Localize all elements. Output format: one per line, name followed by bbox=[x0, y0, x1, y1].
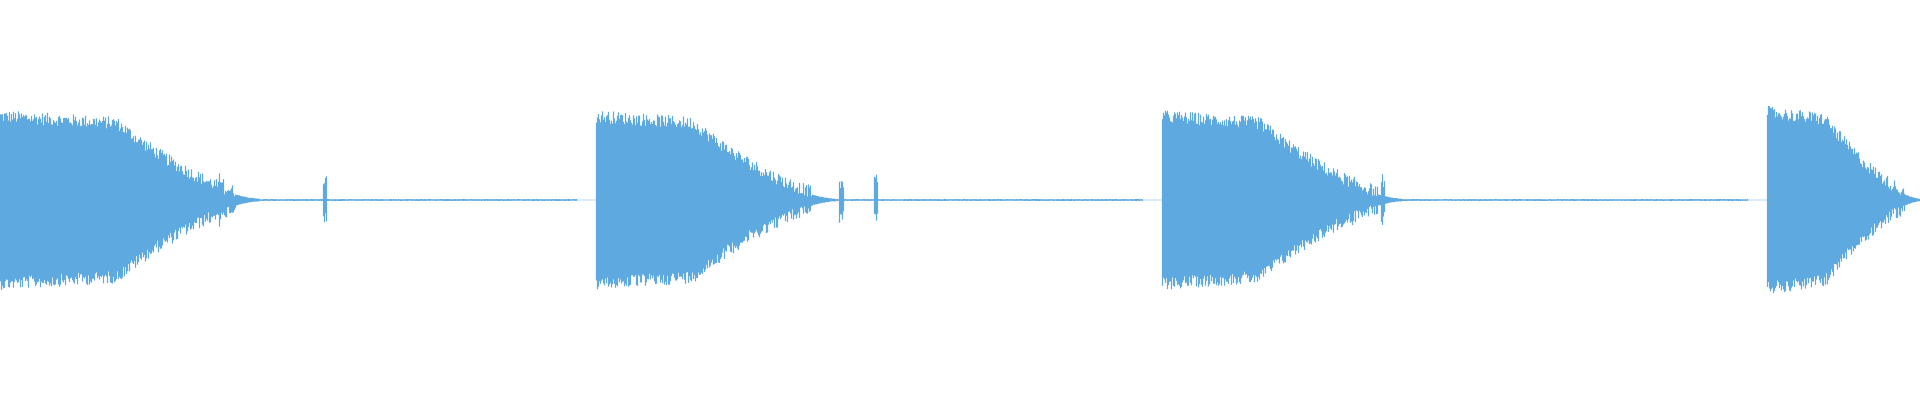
waveform-path bbox=[0, 106, 1920, 294]
waveform-trace bbox=[0, 106, 1920, 294]
